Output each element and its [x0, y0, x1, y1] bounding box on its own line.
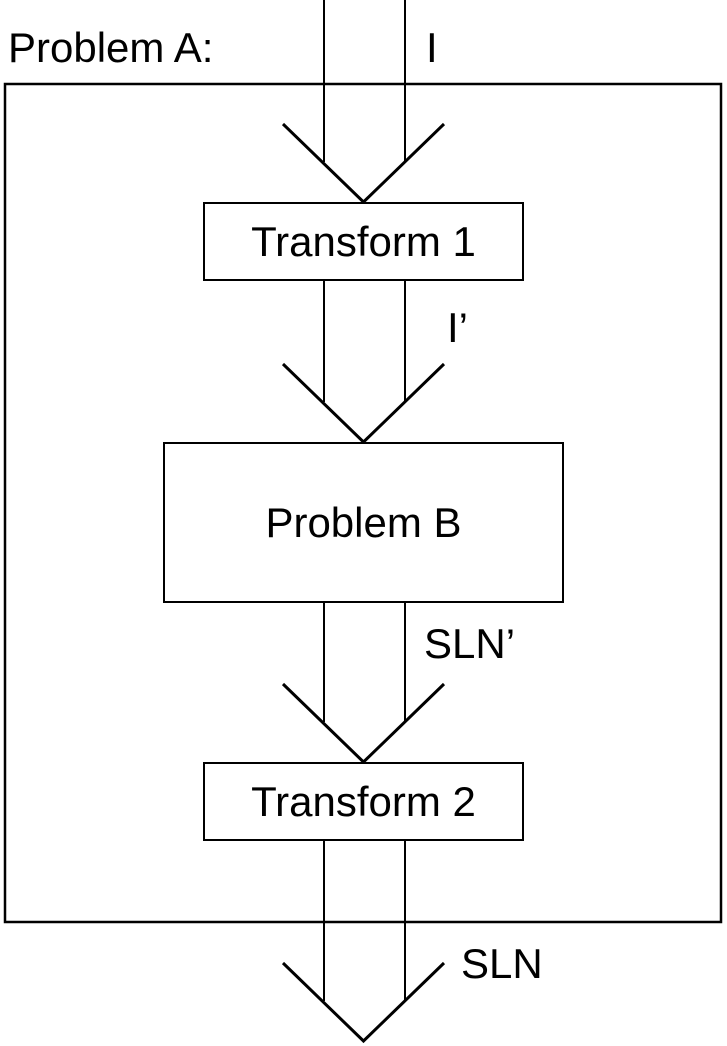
- edge-label-sln-prime: SLN’: [424, 620, 516, 667]
- diagram-title: Problem A:: [8, 24, 214, 71]
- node-transform-2-label: Transform 2: [251, 777, 476, 825]
- arrow-transform-2-to-output: [281, 841, 446, 1044]
- arrowhead-down-icon: [281, 362, 446, 445]
- node-transform-2: Transform 2: [203, 762, 524, 841]
- edge-label-i-prime: I’: [447, 304, 468, 351]
- problem-a-boundary-box: [3, 82, 723, 924]
- arrowhead-down-icon: [281, 122, 446, 205]
- edge-label-input-i: I: [426, 24, 438, 71]
- arrow-problem-b-to-transform-2: [281, 603, 446, 765]
- arrow-input-to-transform-1: [281, 0, 446, 205]
- arrow-transform-1-to-problem-b: [281, 281, 446, 445]
- node-problem-b-label: Problem B: [265, 498, 462, 546]
- arrowhead-down-icon: [281, 961, 446, 1044]
- arrowhead-down-icon: [281, 682, 446, 765]
- edge-label-output-sln: SLN: [461, 940, 543, 987]
- node-transform-1: Transform 1: [203, 202, 524, 281]
- node-problem-b: Problem B: [163, 442, 564, 603]
- node-transform-1-label: Transform 1: [251, 217, 476, 265]
